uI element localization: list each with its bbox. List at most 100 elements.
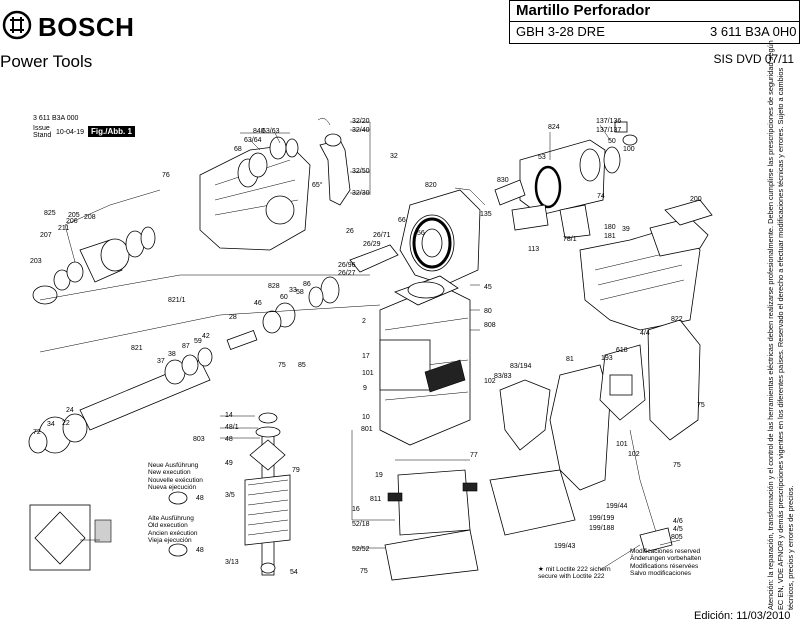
part-label: 113: [528, 246, 540, 253]
part-label: 199/199: [589, 515, 615, 522]
part-label: 75: [673, 462, 681, 469]
part-label: 19: [375, 472, 383, 479]
part-label: 32/50: [352, 168, 370, 175]
part-label: 72: [33, 429, 41, 436]
part-label: 75: [697, 402, 705, 409]
part-label: 48/1: [225, 424, 239, 431]
part-label: 34: [47, 421, 55, 428]
piston-assembly: [226, 244, 399, 350]
part-label: 60: [280, 294, 288, 301]
leader-lines: [39, 121, 681, 571]
part-label: 26/29: [363, 241, 381, 248]
motor-housing: [379, 275, 471, 446]
bearing-parts-top: [237, 136, 299, 188]
part-label: 32: [390, 153, 398, 160]
part-label: 63/64: [244, 137, 262, 144]
part-label: 10: [362, 414, 370, 421]
part-label: 68: [234, 146, 242, 153]
sis-dvd-label: SIS DVD 07/11: [713, 52, 794, 66]
part-label: 828: [268, 283, 280, 290]
part-label: 56: [417, 230, 425, 237]
gear-housing: [399, 189, 481, 286]
part-label: 801: [361, 426, 373, 433]
rear-handle: [489, 319, 701, 553]
part-label: 24: [66, 407, 74, 414]
inset-detail: [29, 504, 112, 571]
part-label: 45: [484, 284, 492, 291]
part-label: 825: [44, 210, 56, 217]
part-label: 803: [193, 436, 205, 443]
part-label: 4/5: [673, 526, 683, 533]
drive-shaft-assembly: [494, 121, 638, 239]
part-label: 32/40: [352, 127, 370, 134]
issue-date: 10-04-19: [56, 129, 85, 136]
part-label: 59: [194, 338, 202, 345]
part-label: 76: [162, 172, 170, 179]
handle-housing: [579, 199, 713, 331]
part-label: 52/18: [352, 521, 370, 528]
part-label: 33: [289, 287, 297, 294]
part-label: 100: [623, 146, 635, 153]
drive-housing: [199, 144, 311, 251]
part-label: 4/6: [673, 518, 683, 525]
part-label: 83/194: [510, 363, 532, 370]
part-label: 85: [298, 362, 306, 369]
part-label: 49: [225, 460, 233, 467]
part-label: 830: [497, 177, 509, 184]
part-label: 32/20: [352, 118, 370, 125]
part-label: 824: [548, 124, 560, 131]
part-label: 42: [202, 333, 210, 340]
part-label: 28: [229, 314, 237, 321]
part-label: 821/1: [168, 297, 186, 304]
part-label: 26/27: [338, 270, 356, 277]
part-label: 137/136: [596, 118, 622, 125]
part-label: 3/13: [225, 559, 239, 566]
part-label: 63/63: [262, 128, 280, 135]
old-part-label: 48: [196, 547, 204, 554]
diagram-code: 3 611 B3A 000: [33, 115, 79, 122]
part-label: 17: [362, 353, 370, 360]
side-disclaimer: Atención: la reparación, transformación …: [766, 40, 795, 610]
part-label: 74: [597, 193, 605, 200]
part-label: 87: [182, 343, 190, 350]
part-label: 618: [616, 347, 628, 354]
figure-label: Fig./Abb. 1: [88, 126, 135, 137]
part-label: 840: [253, 128, 265, 135]
part-label: 211: [58, 225, 70, 232]
part-number: 3 611 B3A 0H0: [710, 24, 797, 39]
part-label: 821: [131, 345, 143, 352]
part-label: 135: [480, 211, 492, 218]
part-label: 75: [360, 568, 368, 575]
part-label: 822: [671, 316, 683, 323]
old-new-rings: [168, 491, 188, 557]
brush-holder: [384, 469, 479, 581]
part-label: 54: [290, 569, 298, 576]
part-label: 81: [566, 356, 574, 363]
part-label: 26/71: [373, 232, 391, 239]
part-label: 101: [616, 441, 628, 448]
part-label: 805: [671, 534, 683, 541]
part-label: 58: [296, 289, 304, 296]
new-part-label: 48: [196, 495, 204, 502]
part-label: 137/137: [596, 127, 622, 134]
part-label: 50: [608, 138, 616, 145]
part-label: 199/44: [606, 503, 628, 510]
part-label: 102: [484, 378, 496, 385]
part-label: 37: [157, 358, 165, 365]
title-box: Martillo Perforador GBH 3-28 DRE 3 611 B…: [509, 0, 800, 44]
part-label: 205: [68, 212, 80, 219]
loctite-note: ★ mit Loctite 222 sichern secure with Lo…: [538, 566, 611, 581]
part-label: 208: [84, 214, 96, 221]
part-label: 46: [254, 300, 262, 307]
bosch-logo-icon: [2, 10, 32, 40]
modifications-note: Modificaciones reserved Änderungen vorbe…: [630, 548, 702, 577]
part-label: 2: [362, 318, 366, 325]
part-label: 9: [363, 385, 367, 392]
new-execution-legend: Neue Ausführung New execution Nouvelle e…: [148, 462, 203, 491]
part-label: 52/52: [352, 546, 370, 553]
part-label: 14: [225, 412, 233, 419]
part-label: 79: [292, 467, 300, 474]
brand-name: BOSCH: [38, 12, 135, 42]
part-label: 26: [346, 228, 354, 235]
